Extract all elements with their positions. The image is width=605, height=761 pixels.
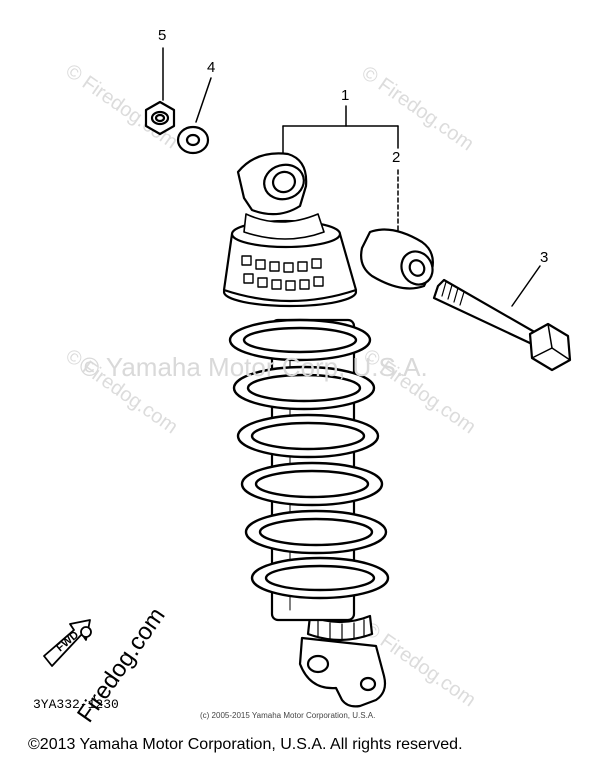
hex-nut — [144, 100, 176, 136]
collar — [360, 228, 434, 290]
footer-copyright: ©2013 Yamaha Motor Corporation, U.S.A. A… — [28, 736, 463, 753]
yamaha-watermark: © Yamaha Motor Corp, U.S.A. — [80, 352, 428, 382]
top-eye — [236, 152, 325, 240]
fwd-arrow-icon — [43, 619, 92, 667]
coil-spring — [228, 318, 390, 600]
callout-3: 3 — [540, 249, 548, 266]
callout-1: 1 — [341, 87, 349, 104]
part-code: 3YA332-1230 — [33, 697, 119, 712]
washer — [176, 125, 210, 155]
lower-mount — [298, 614, 387, 708]
callout-4: 4 — [207, 59, 215, 76]
callout-2: 2 — [392, 149, 400, 166]
spring-seat — [222, 219, 358, 308]
bolt — [432, 278, 572, 372]
leader-lines — [162, 47, 541, 307]
small-copyright: (c) 2005-2015 Yamaha Motor Corporation, … — [200, 711, 376, 720]
callout-5: 5 — [158, 27, 166, 44]
